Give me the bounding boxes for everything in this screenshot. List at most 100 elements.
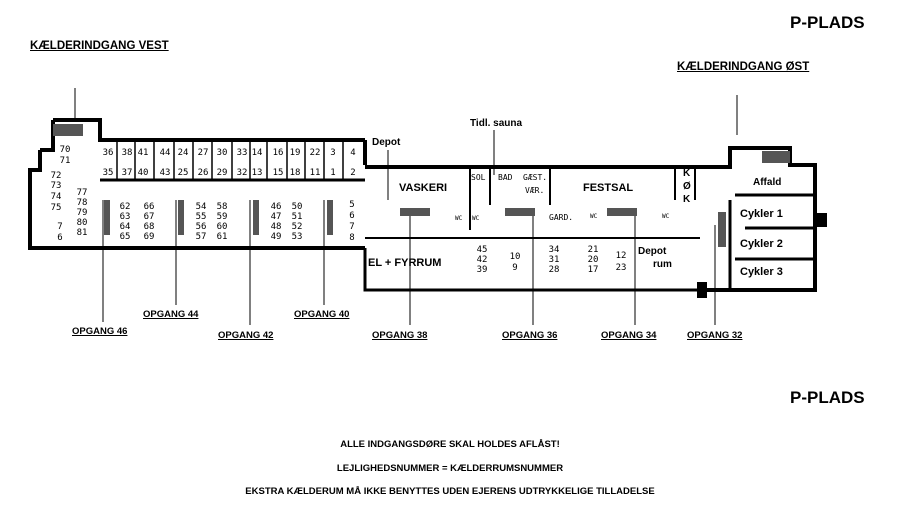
storage-unit: 50 <box>291 202 303 212</box>
room-cykler-2: Cykler 2 <box>740 238 783 250</box>
storage-unit: 59 <box>216 212 228 222</box>
room-depot-rum-1: Depot <box>638 246 667 257</box>
storage-unit: 61 <box>216 232 228 242</box>
storage-unit: 37 <box>121 168 133 178</box>
storage-unit: 8 <box>349 233 355 243</box>
storage-unit: 33 <box>236 148 248 158</box>
storage-unit: 54 <box>195 202 207 212</box>
storage-unit: 56 <box>195 222 207 232</box>
storage-unit: 3 <box>330 148 336 158</box>
storage-unit: 23 <box>615 263 627 273</box>
storage-unit: 5 <box>349 200 355 210</box>
storage-unit: 21 <box>587 245 599 255</box>
storage-unit: 24 <box>177 148 189 158</box>
storage-unit: 30 <box>216 148 228 158</box>
storage-unit: 25 <box>177 168 189 178</box>
storage-unit: 16 <box>272 148 284 158</box>
room-kok-o: Ø <box>683 181 691 192</box>
storage-unit: 49 <box>270 232 282 242</box>
opgang-42: OPGANG 42 <box>218 330 274 341</box>
room-wc: WC <box>472 215 480 222</box>
storage-unit: 7 <box>349 222 355 232</box>
entrance-east-label: KÆLDERINDGANG ØST <box>677 61 810 73</box>
storage-unit: 38 <box>121 148 133 158</box>
room-gaest: GÆST. <box>523 173 548 182</box>
storage-unit: 1 <box>330 168 336 178</box>
storage-unit: 67 <box>143 212 155 222</box>
storage-unit: 55 <box>195 212 207 222</box>
opgang-32: OPGANG 32 <box>687 330 743 341</box>
storage-unit: 6 <box>57 233 63 243</box>
storage-unit: 71 <box>59 156 71 166</box>
storage-unit: 45 <box>476 245 488 255</box>
opgang-40: OPGANG 40 <box>294 309 350 320</box>
storage-unit: 81 <box>76 228 88 238</box>
storage-unit: 11 <box>309 168 321 178</box>
storage-unit: 6 <box>349 211 355 221</box>
storage-unit: 15 <box>272 168 284 178</box>
note-apartment-number: LEJLIGHEDSNUMMER = KÆLDERRUMSNUMMER <box>336 463 564 474</box>
room-depot: Depot <box>372 137 401 148</box>
storage-unit: 20 <box>587 255 599 265</box>
storage-unit: 42 <box>476 255 488 265</box>
room-depot-rum-2: rum <box>653 259 672 270</box>
storage-unit: 27 <box>197 148 209 158</box>
opgang-44: OPGANG 44 <box>143 309 199 320</box>
storage-unit: 48 <box>270 222 282 232</box>
storage-unit: 40 <box>137 168 149 178</box>
storage-unit: 60 <box>216 222 228 232</box>
storage-unit: 28 <box>548 265 560 275</box>
storage-unit: 29 <box>216 168 228 178</box>
storage-unit: 19 <box>289 148 301 158</box>
room-affald: Affald <box>753 177 782 188</box>
storage-unit: 14 <box>251 148 263 158</box>
storage-unit: 41 <box>137 148 149 158</box>
opgang-34: OPGANG 34 <box>601 330 657 341</box>
storage-unit: 68 <box>143 222 155 232</box>
storage-unit: 69 <box>143 232 155 242</box>
room-wc: WC <box>590 213 598 220</box>
storage-unit: 32 <box>236 168 248 178</box>
storage-unit: 17 <box>587 265 599 275</box>
storage-unit: 12 <box>615 251 627 261</box>
storage-unit: 51 <box>291 212 303 222</box>
storage-unit: 64 <box>119 222 131 232</box>
storage-unit: 13 <box>251 168 263 178</box>
storage-unit: 78 <box>76 198 88 208</box>
p-plads-top-label: P-PLADS <box>790 13 865 32</box>
storage-unit: 2 <box>350 168 356 178</box>
storage-unit: 10 <box>509 252 521 262</box>
room-sol: SOL <box>471 173 486 182</box>
storage-unit: 58 <box>216 202 228 212</box>
note-extra-storage: EKSTRA KÆLDERUM MÅ IKKE BENYTTES UDEN EJ… <box>245 486 655 497</box>
room-festsal: FESTSAL <box>583 182 634 194</box>
stairs-west <box>53 124 83 136</box>
storage-unit: 66 <box>143 202 155 212</box>
note-doors-locked: ALLE INDGANGSDØRE SKAL HOLDES AFLÅST! <box>340 439 560 450</box>
room-cykler-1: Cykler 1 <box>740 208 783 220</box>
storage-unit: 79 <box>76 208 88 218</box>
p-plads-bottom-label: P-PLADS <box>790 388 865 407</box>
room-vaskeri: VASKERI <box>399 182 448 194</box>
storage-unit: 44 <box>159 148 171 158</box>
storage-unit: 43 <box>159 168 171 178</box>
storage-unit: 62 <box>119 202 131 212</box>
storage-unit: 4 <box>350 148 356 158</box>
storage-unit: 65 <box>119 232 131 242</box>
storage-unit: 63 <box>119 212 131 222</box>
storage-unit: 73 <box>50 181 62 191</box>
room-bad: BAD <box>498 173 513 182</box>
storage-unit: 72 <box>50 171 62 181</box>
storage-unit: 31 <box>548 255 560 265</box>
opgang-36: OPGANG 36 <box>502 330 558 341</box>
storage-unit: 47 <box>270 212 282 222</box>
storage-unit: 18 <box>289 168 301 178</box>
storage-unit: 39 <box>476 265 488 275</box>
storage-unit: 77 <box>76 188 88 198</box>
opgang-46: OPGANG 46 <box>72 326 128 337</box>
storage-unit: 75 <box>50 203 62 213</box>
room-el-fyrrum: EL + FYRRUM <box>368 257 442 269</box>
storage-unit: 36 <box>102 148 114 158</box>
storage-unit: 57 <box>195 232 207 242</box>
